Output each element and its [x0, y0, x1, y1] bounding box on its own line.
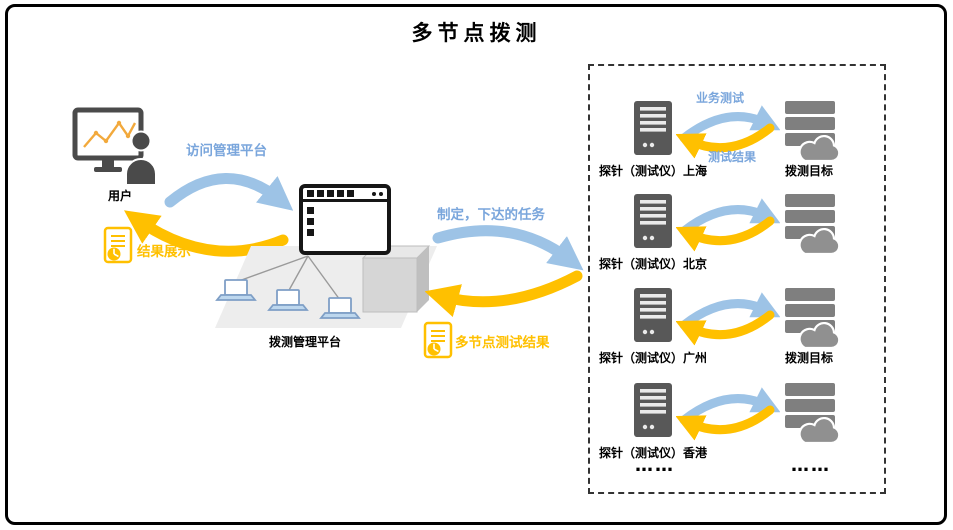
probe-ellipsis: ……	[635, 455, 675, 476]
probe-group-box	[588, 64, 886, 494]
report-icon	[423, 321, 453, 359]
outer-border	[5, 4, 947, 525]
browser-window-icon	[299, 184, 391, 255]
probe-target-arrows	[676, 387, 780, 441]
user-at-monitor-icon	[72, 107, 157, 186]
probe-label: 探针（测试仪）香港	[598, 446, 707, 460]
diagram-title: 多节点拨测	[411, 21, 542, 45]
probe-label: 探针（测试仪）北京	[598, 257, 707, 271]
user-label: 用户	[107, 189, 132, 203]
browser-body	[303, 202, 387, 236]
server-probe-icon	[634, 101, 672, 155]
arrow-multinode-results	[425, 270, 583, 318]
platform-label: 拨测管理平台	[268, 335, 341, 349]
flow-business-test-label: 业务测试	[696, 91, 745, 105]
probe-label: 探针（测试仪）上海	[598, 164, 707, 178]
server-probe-icon	[634, 288, 672, 342]
cloud-server-icon	[785, 101, 839, 163]
probe-target-arrows	[676, 198, 780, 252]
cloud-server-icon	[785, 383, 839, 445]
browser-header	[303, 188, 387, 202]
target-label: 拨测目标	[784, 351, 833, 365]
probe-label: 探针（测试仪）广州	[598, 351, 707, 365]
server-probe-icon	[634, 194, 672, 248]
probe-target-arrows	[676, 105, 780, 159]
target-ellipsis: ……	[791, 455, 831, 476]
arrow-result-display	[123, 210, 289, 257]
flow-test-result-label: 测试结果	[708, 150, 757, 164]
cloud-server-icon	[785, 194, 839, 256]
report-icon	[103, 226, 133, 264]
flow-multinode-label: 多节点测试结果	[455, 335, 550, 351]
flow-result-label: 结果展示	[137, 244, 191, 260]
probe-target-arrows	[676, 292, 780, 346]
cloud-server-icon	[785, 288, 839, 350]
server-probe-icon	[634, 383, 672, 437]
flow-access-label: 访问管理平台	[186, 143, 267, 159]
platform-floor	[215, 245, 437, 328]
arrow-dispatch-tasks	[432, 225, 584, 271]
arrow-access-platform	[164, 173, 294, 211]
flow-dispatch-label: 制定，下达的任务	[437, 207, 545, 223]
target-label: 拨测目标	[784, 164, 833, 178]
